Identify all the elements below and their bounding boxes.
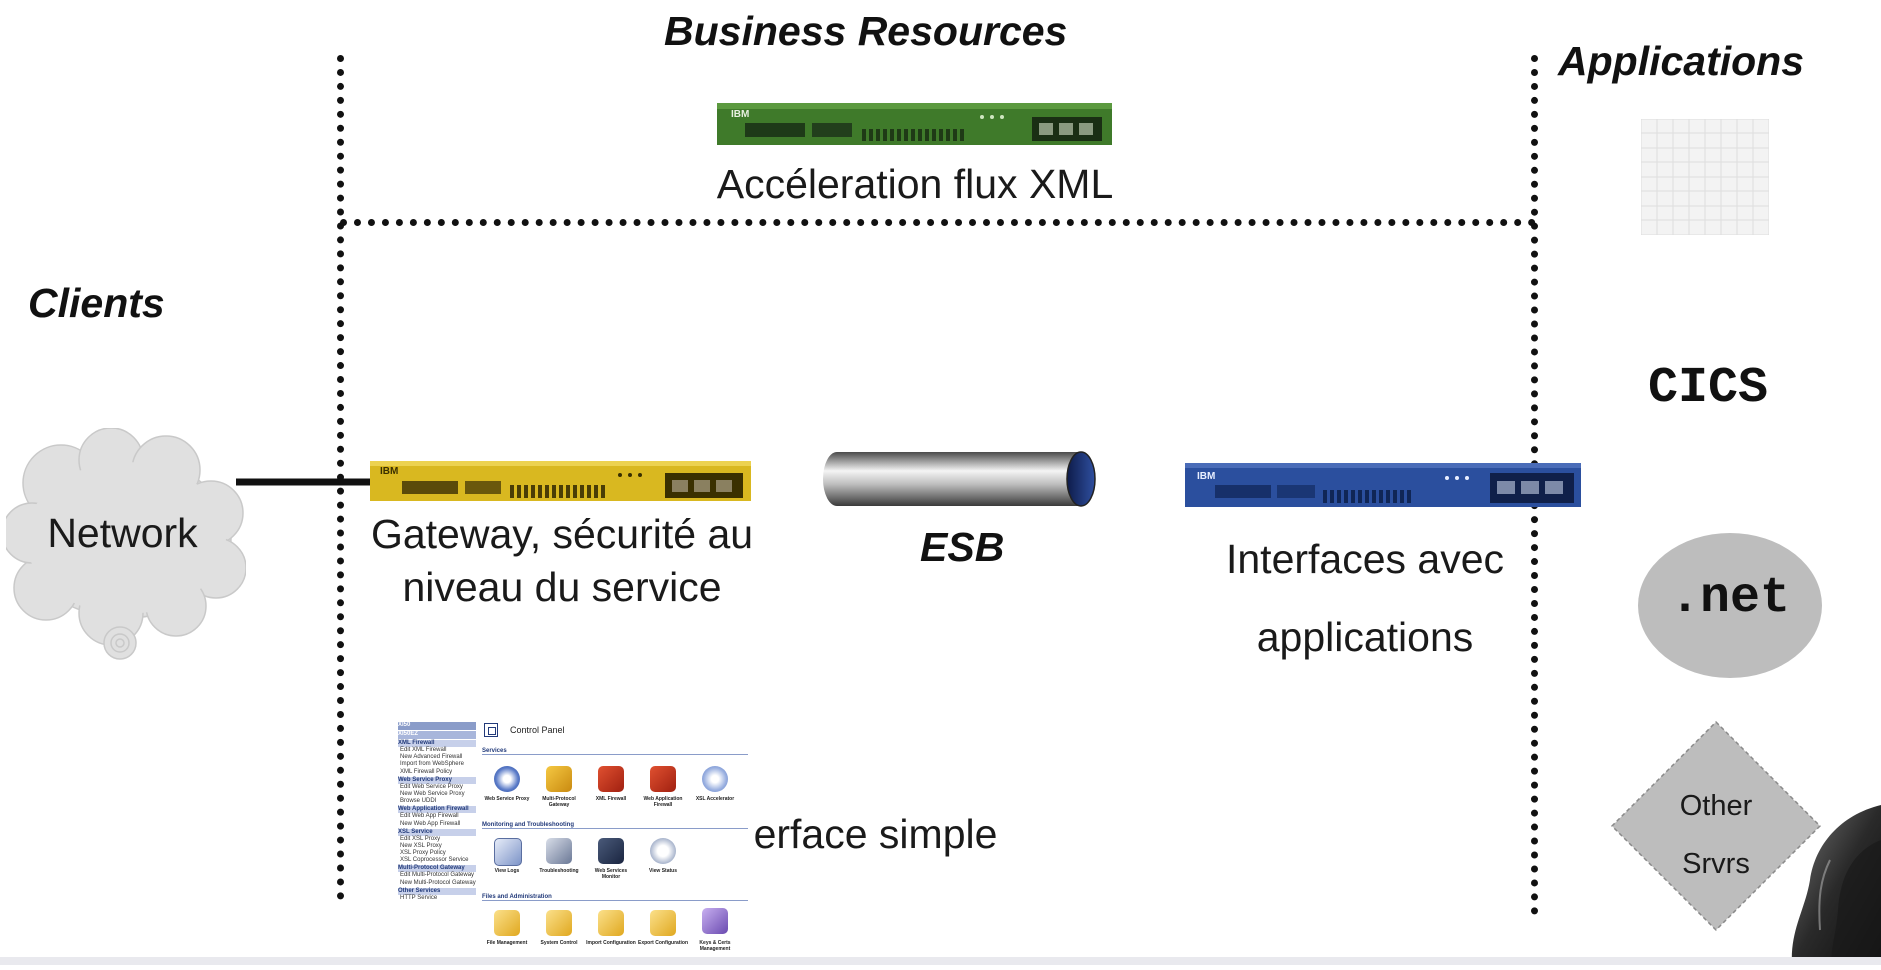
web-service-proxy-icon[interactable] bbox=[494, 766, 520, 792]
nav-header-2: XI50EZ bbox=[398, 731, 476, 739]
gateway-label-line1: Gateway, sécurité au bbox=[370, 511, 754, 557]
other-servers-line1: Other bbox=[1679, 790, 1753, 822]
bottom-footer-strip bbox=[0, 957, 1881, 965]
nav-item[interactable]: Edit XML Firewall bbox=[400, 747, 447, 753]
nav-item[interactable]: Import from WebSphere bbox=[400, 761, 464, 768]
nav-item[interactable]: Browse UDDI bbox=[400, 798, 437, 805]
application-interfaces-line2: applications bbox=[1256, 614, 1474, 660]
nav-item[interactable]: Edit XSL Proxy bbox=[400, 835, 441, 842]
gateway-label: Gateway, sécurité au niveau du service bbox=[342, 508, 782, 615]
nav-header-1: XI50 bbox=[398, 722, 476, 730]
application-interfaces-line1: Interfaces avec bbox=[1225, 536, 1505, 582]
xsl-accelerator-icon[interactable] bbox=[702, 766, 728, 792]
view-logs-icon[interactable] bbox=[494, 838, 522, 866]
gateway-label-line2: niveau du service bbox=[402, 564, 722, 611]
control-panel-main: Control Panel Services Web Service Proxy… bbox=[482, 718, 754, 954]
nav-item[interactable]: New XSL Proxy bbox=[400, 842, 442, 849]
nav-item[interactable]: New Advanced Firewall bbox=[400, 754, 463, 761]
nav-section[interactable]: XML Firewall bbox=[398, 740, 476, 747]
network-cloud bbox=[1, 427, 247, 673]
control-panel-title: Control Panel bbox=[510, 725, 565, 735]
xml-acceleration-label: Accéleration flux XML bbox=[716, 161, 1114, 207]
web-service-proxy-caption[interactable]: Web Service Proxy bbox=[484, 796, 530, 802]
multi-protocol-gateway-icon[interactable] bbox=[546, 766, 572, 792]
nav-item[interactable]: Edit Web Service Proxy bbox=[400, 783, 463, 790]
nav-item[interactable]: Edit Multi-Protocol Gateway bbox=[400, 872, 475, 879]
nav-item[interactable]: HTTP Service bbox=[400, 894, 438, 901]
xsl-accelerator-caption[interactable]: XSL Accelerator bbox=[695, 796, 735, 802]
cics-label: CICS bbox=[1648, 360, 1769, 417]
other-servers-line2: Srvrs bbox=[1682, 848, 1750, 880]
nav-section[interactable]: Web Application Firewall bbox=[398, 806, 476, 814]
nav-section[interactable]: Other Services bbox=[398, 887, 476, 895]
business-resources-boundary-line bbox=[340, 219, 1536, 226]
nav-item[interactable]: Edit Web App Firewall bbox=[400, 813, 459, 820]
file-management-caption[interactable]: File Management bbox=[486, 940, 528, 946]
troubleshooting-icon[interactable] bbox=[546, 838, 572, 864]
ibm-logo: IBM bbox=[731, 109, 749, 120]
monitoring-section-header: Monitoring and Troubleshooting bbox=[482, 822, 748, 829]
application-interfaces-label: Interfaces avec applications bbox=[1180, 520, 1550, 676]
view-logs-caption[interactable]: View Logs bbox=[494, 868, 520, 874]
ibm-logo: IBM bbox=[380, 466, 398, 477]
decorative-swirl-graphic bbox=[1770, 800, 1881, 965]
multi-protocol-gateway-caption[interactable]: Multi-Protocol Gateway bbox=[542, 796, 576, 808]
import-configuration-icon[interactable] bbox=[598, 910, 624, 936]
control-panel-icon bbox=[484, 723, 498, 737]
files-section-header: Files and Administration bbox=[482, 894, 748, 901]
application-interfaces-appliance: IBM bbox=[1185, 463, 1581, 507]
ibm-logo: IBM bbox=[1197, 471, 1215, 482]
web-application-firewall-icon[interactable] bbox=[650, 766, 676, 792]
services-section-header: Services bbox=[482, 748, 748, 755]
web-application-firewall-caption[interactable]: Web Application Firewall bbox=[643, 796, 683, 808]
keys-certs-management-icon[interactable] bbox=[702, 908, 728, 934]
control-panel-thumbnail: XI50 XI50EZ XML Firewall Edit XML Firewa… bbox=[398, 718, 754, 954]
other-servers-label: Other Srvrs bbox=[1660, 777, 1772, 893]
file-management-icon[interactable] bbox=[494, 910, 520, 936]
nav-item[interactable]: XSL Coprocessor Service bbox=[400, 857, 469, 864]
keys-certs-management-caption[interactable]: Keys & Certs Management bbox=[699, 940, 731, 952]
web-services-monitor-icon[interactable] bbox=[598, 838, 624, 864]
nav-item[interactable]: XML Firewall Policy bbox=[400, 768, 453, 775]
dotnet-ellipse bbox=[1638, 533, 1822, 678]
web-services-monitor-caption[interactable]: Web Services Monitor bbox=[594, 868, 628, 880]
applications-heading: Applications bbox=[1558, 38, 1805, 84]
mainframe-grid-icon bbox=[1640, 118, 1770, 236]
network-label: Network bbox=[47, 510, 198, 556]
export-configuration-icon[interactable] bbox=[650, 910, 676, 936]
esb-label: ESB bbox=[920, 524, 1005, 570]
export-configuration-caption[interactable]: Export Configuration bbox=[638, 940, 688, 946]
clients-heading: Clients bbox=[28, 280, 165, 326]
nav-section[interactable]: Web Service Proxy bbox=[398, 776, 476, 784]
xml-firewall-caption[interactable]: XML Firewall bbox=[595, 796, 627, 802]
esb-pipe bbox=[823, 450, 1098, 508]
simple-interface-label: Interface simple bbox=[708, 811, 998, 857]
dotnet-label: .net bbox=[1669, 570, 1791, 627]
view-status-icon[interactable] bbox=[650, 838, 676, 864]
nav-item[interactable]: XSL Proxy Policy bbox=[400, 850, 446, 857]
gateway-appliance: IBM bbox=[370, 461, 751, 501]
troubleshooting-caption[interactable]: Troubleshooting bbox=[539, 868, 579, 874]
import-configuration-caption[interactable]: Import Configuration bbox=[586, 940, 636, 946]
system-control-icon[interactable] bbox=[546, 910, 572, 936]
nav-section[interactable]: XSL Service bbox=[398, 828, 476, 836]
nav-section[interactable]: Multi-Protocol Gateway bbox=[398, 865, 476, 873]
control-panel-nav: XI50 XI50EZ XML Firewall Edit XML Firewa… bbox=[398, 722, 476, 902]
view-status-caption[interactable]: View Status bbox=[649, 868, 677, 874]
nav-item[interactable]: New Web Service Proxy bbox=[400, 790, 465, 797]
xml-acceleration-appliance: IBM bbox=[717, 103, 1112, 145]
clients-boundary-line bbox=[337, 55, 344, 900]
other-servers-diamond bbox=[1610, 720, 1822, 932]
xml-firewall-icon[interactable] bbox=[598, 766, 624, 792]
nav-item[interactable]: New Web App Firewall bbox=[400, 820, 461, 827]
nav-item[interactable]: New Multi-Protocol Gateway bbox=[400, 879, 476, 886]
business-resources-heading: Business Resources bbox=[664, 8, 1068, 54]
system-control-caption[interactable]: System Control bbox=[540, 940, 578, 946]
